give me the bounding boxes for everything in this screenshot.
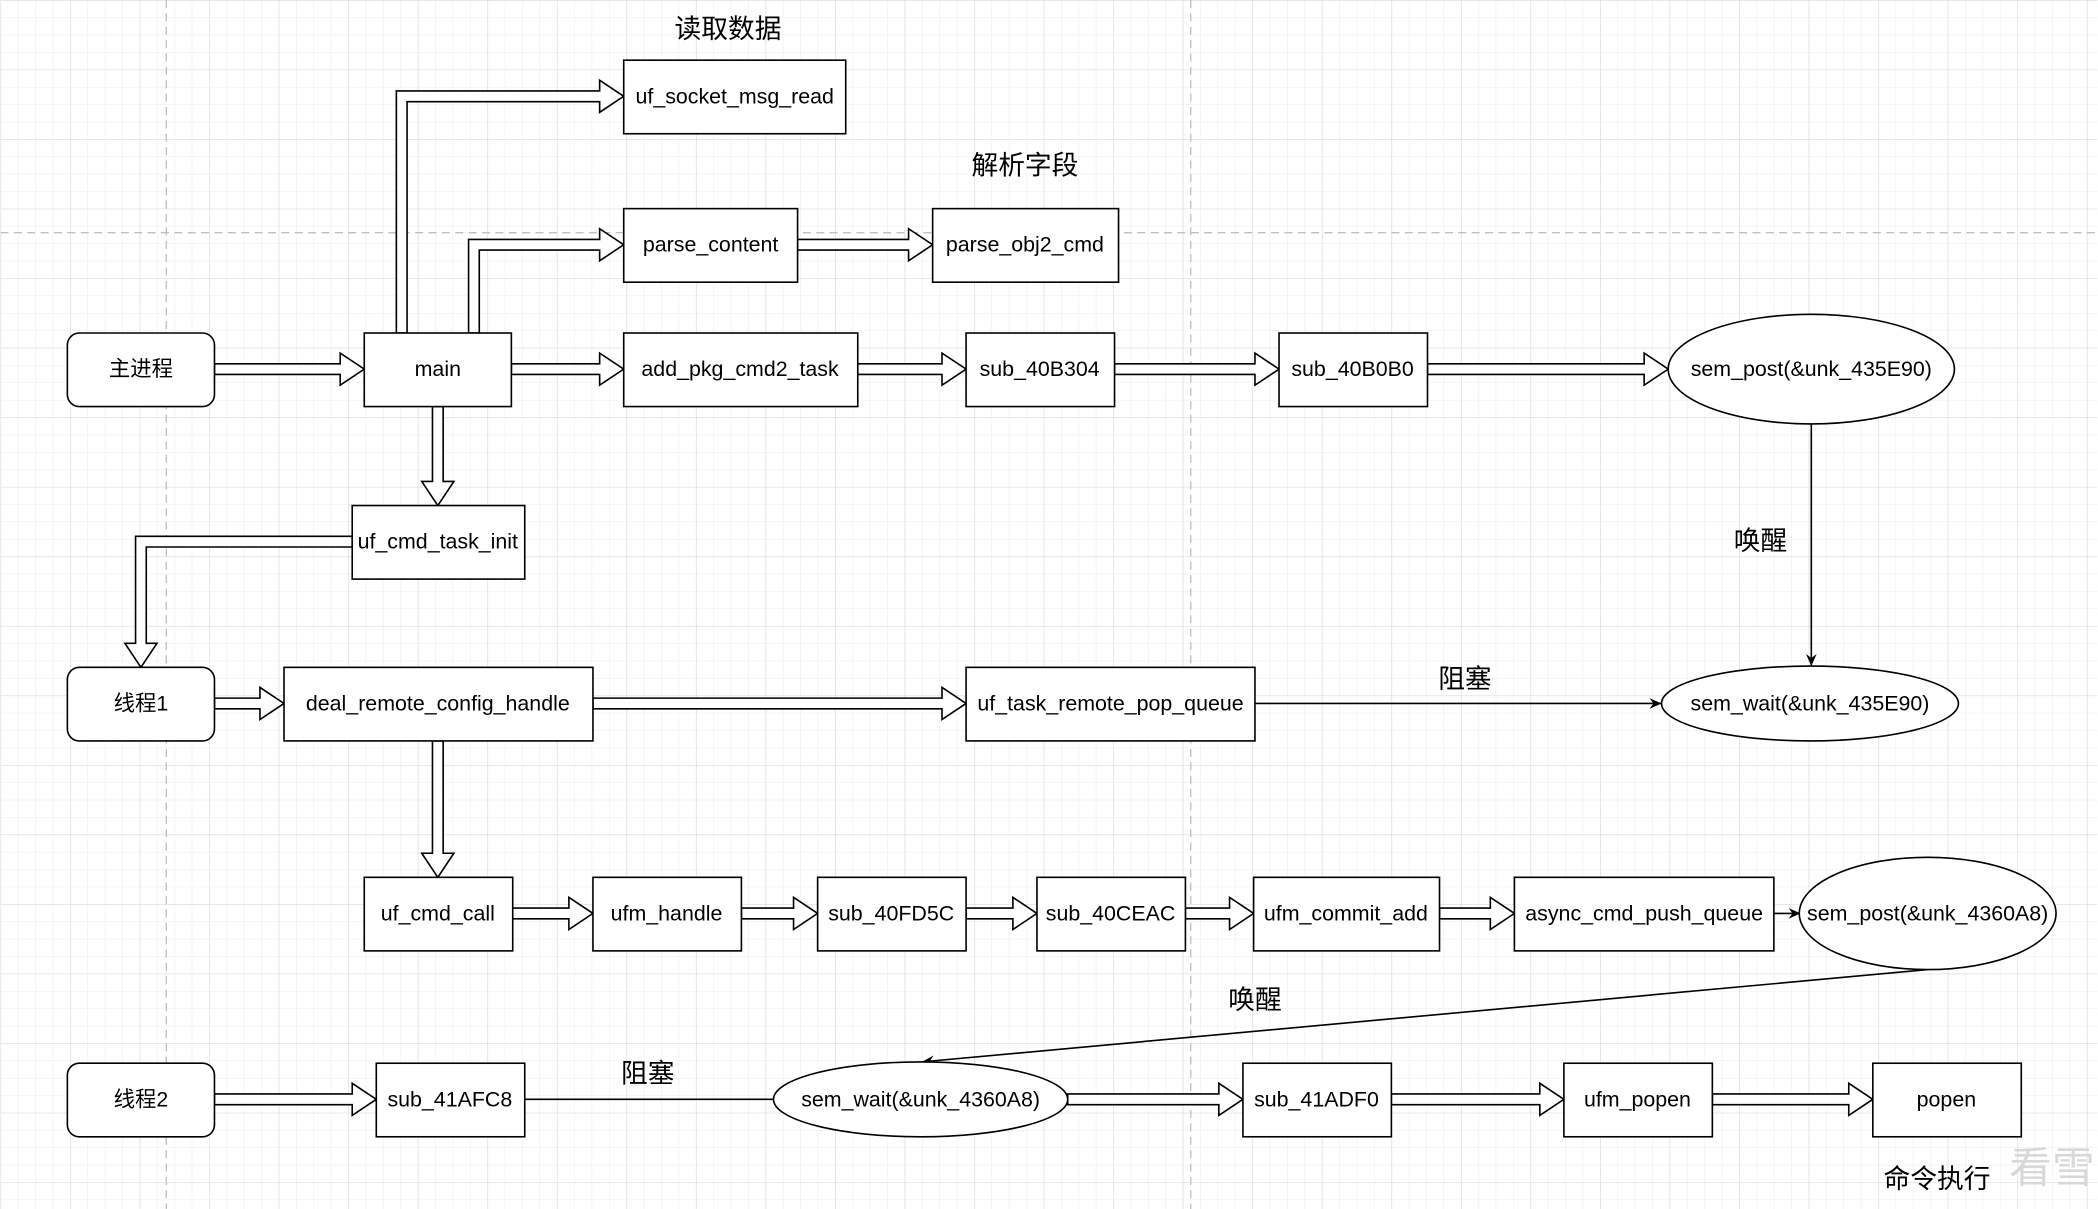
- node-label: ufm_commit_add: [1264, 901, 1428, 925]
- node-ufm-handle[interactable]: ufm_handle: [592, 876, 743, 952]
- annotation-block: 阻塞: [621, 1058, 674, 1089]
- flow-arrow: [213, 351, 366, 387]
- node-sem-post-4360A8[interactable]: sem_post(&unk_4360A8): [1798, 856, 2057, 971]
- node-sub-41ADF0[interactable]: sub_41ADF0: [1242, 1062, 1393, 1138]
- annotation-read-data: 读取数据: [675, 14, 782, 45]
- flow-arrow: [592, 685, 968, 722]
- node-sub-40CEAC[interactable]: sub_40CEAC: [1036, 876, 1187, 952]
- node-thread1[interactable]: 线程1: [66, 666, 216, 742]
- node-label: uf_cmd_call: [381, 901, 495, 925]
- node-label: main: [415, 357, 461, 381]
- annotation-block: 阻塞: [1438, 664, 1491, 695]
- flow-arrow: [511, 895, 595, 931]
- node-sub-40FD5C[interactable]: sub_40FD5C: [816, 876, 967, 952]
- flow-arrow: [213, 685, 286, 722]
- node-label: sub_40B0B0: [1291, 357, 1414, 381]
- flow-arrow: [467, 227, 626, 334]
- node-label: uf_task_remote_pop_queue: [977, 691, 1243, 715]
- node-label: ufm_popen: [1584, 1087, 1691, 1111]
- node-async-cmd-push-queue[interactable]: async_cmd_push_queue: [1513, 876, 1775, 952]
- node-label: uf_socket_msg_read: [635, 84, 833, 108]
- node-label: uf_cmd_task_init: [358, 530, 518, 554]
- annotation-command-exec: 命令执行: [1884, 1164, 1991, 1195]
- node-thread2[interactable]: 线程2: [66, 1062, 216, 1138]
- flow-arrow: [856, 351, 968, 387]
- node-sub-41AFC8[interactable]: sub_41AFC8: [375, 1062, 526, 1138]
- flow-arrow: [395, 78, 626, 334]
- node-label: sem_post(&unk_4360A8): [1807, 901, 2048, 925]
- node-uf-cmd-task-init[interactable]: uf_cmd_task_init: [351, 504, 526, 580]
- node-uf-socket-msg-read[interactable]: uf_socket_msg_read: [622, 59, 847, 135]
- node-label: sub_41ADF0: [1254, 1087, 1379, 1111]
- node-ufm-commit-add[interactable]: ufm_commit_add: [1252, 876, 1441, 952]
- node-label: ufm_handle: [611, 901, 723, 925]
- node-label: 线程1: [114, 691, 169, 715]
- flow-arrow: [1184, 895, 1256, 931]
- node-parse-obj2-cmd[interactable]: parse_obj2_cmd: [931, 207, 1120, 283]
- flow-arrow: [510, 351, 626, 387]
- node-label: 主进程: [109, 357, 173, 381]
- node-label: sem_wait(&unk_435E90): [1691, 691, 1930, 715]
- node-label: sem_post(&unk_435E90): [1691, 357, 1932, 381]
- node-deal-remote-config-handle[interactable]: deal_remote_config_handle: [283, 666, 594, 742]
- node-label: add_pkg_cmd2_task: [641, 357, 839, 381]
- node-label: async_cmd_push_queue: [1525, 901, 1763, 925]
- node-label: sub_41AFC8: [387, 1087, 512, 1111]
- annotation-parse-fields: 解析字段: [971, 150, 1078, 181]
- flow-arrow: [420, 405, 456, 507]
- flow-arrow: [123, 535, 354, 669]
- node-main-process[interactable]: 主进程: [66, 332, 216, 408]
- flow-arrow: [1390, 1081, 1566, 1117]
- flow-arrow: [965, 895, 1039, 931]
- node-label: parse_content: [643, 233, 779, 257]
- node-ufm-popen[interactable]: ufm_popen: [1563, 1062, 1714, 1138]
- node-label: popen: [1917, 1087, 1976, 1111]
- flow-arrow: [740, 895, 820, 931]
- annotation-wake: 唤醒: [1734, 526, 1787, 557]
- node-sem-post-435E90[interactable]: sem_post(&unk_435E90): [1667, 313, 1956, 425]
- node-label: sub_40B304: [980, 357, 1100, 381]
- node-sem-wait-435E90[interactable]: sem_wait(&unk_435E90): [1660, 665, 1960, 742]
- flow-arrow: [420, 740, 456, 879]
- wake-arrow-4360A8: [921, 968, 1928, 1067]
- node-parse-content[interactable]: parse_content: [622, 207, 799, 283]
- node-sem-wait-4360A8[interactable]: sem_wait(&unk_4360A8): [772, 1061, 1069, 1138]
- flow-arrows: [123, 78, 1875, 1117]
- flow-arrow: [1711, 1081, 1875, 1117]
- flow-arrow: [213, 1081, 378, 1117]
- flow-arrow: [796, 227, 935, 263]
- node-sub-40B304[interactable]: sub_40B304: [965, 332, 1116, 408]
- node-add-pkg-cmd2-task[interactable]: add_pkg_cmd2_task: [622, 332, 859, 408]
- flow-arrow: [1426, 351, 1670, 387]
- node-uf-task-remote-pop-queue[interactable]: uf_task_remote_pop_queue: [965, 666, 1256, 742]
- flow-arrow: [1113, 351, 1281, 387]
- node-label: sem_wait(&unk_4360A8): [801, 1087, 1040, 1111]
- annotation-wake: 唤醒: [1228, 985, 1281, 1016]
- flow-arrow: [1066, 1081, 1245, 1117]
- node-label: deal_remote_config_handle: [306, 691, 570, 715]
- watermark: 看雪: [2009, 1143, 2095, 1193]
- node-label: parse_obj2_cmd: [946, 233, 1104, 257]
- flow-arrow: [1438, 895, 1516, 931]
- node-label: sub_40CEAC: [1046, 901, 1176, 925]
- node-uf-cmd-call[interactable]: uf_cmd_call: [363, 876, 514, 952]
- node-label: sub_40FD5C: [828, 901, 954, 925]
- node-main[interactable]: main: [363, 332, 513, 408]
- node-label: 线程2: [114, 1087, 169, 1111]
- node-popen[interactable]: popen: [1872, 1062, 2023, 1138]
- node-sub-40B0B0[interactable]: sub_40B0B0: [1278, 332, 1429, 408]
